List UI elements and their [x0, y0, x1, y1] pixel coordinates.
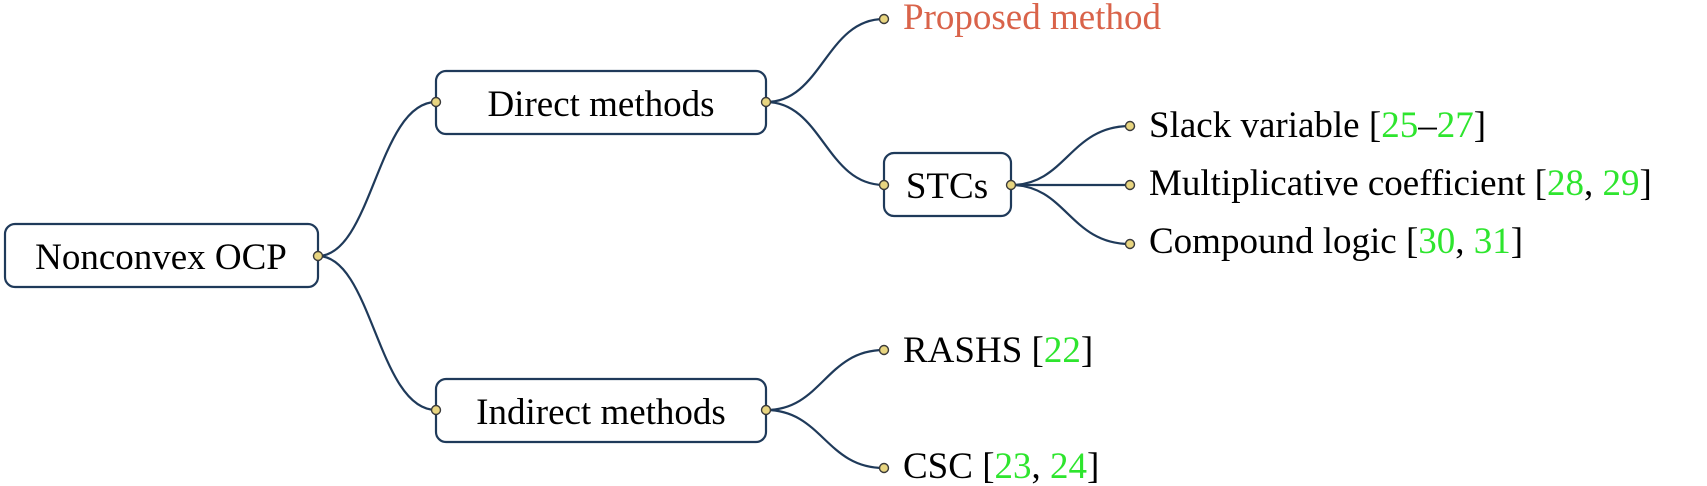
leaf-multiplicative-coefficient: Multiplicative coefficient [28, 29]	[1149, 163, 1652, 204]
anchor-dot	[1124, 179, 1136, 191]
edge-root-indirect	[317, 254, 437, 412]
citation-link: 25	[1381, 105, 1418, 146]
node-label-direct-methods: Direct methods	[487, 84, 714, 125]
node-direct-methods: Direct methods	[434, 69, 768, 136]
edges	[317, 17, 1131, 470]
anchor-dot	[878, 344, 890, 356]
node-stcs: STCs	[882, 151, 1013, 218]
citation-link: 27	[1437, 105, 1474, 146]
citation-link: 22	[1044, 330, 1081, 371]
node-label-nonconvex-ocp: Nonconvex OCP	[35, 237, 287, 278]
anchor-dot	[1124, 238, 1136, 250]
citation-link: 31	[1474, 221, 1511, 262]
anchor-dots	[312, 13, 1136, 474]
edge-direct-proposed	[765, 17, 885, 104]
node-label-stcs: STCs	[906, 166, 988, 207]
anchor-dot	[760, 404, 772, 416]
citation-link: 30	[1418, 221, 1455, 262]
anchor-dot	[878, 179, 890, 191]
leaf-compound-logic: Compound logic [30, 31]	[1149, 221, 1523, 262]
anchor-dot	[760, 96, 772, 108]
anchor-dot	[1124, 120, 1136, 132]
node-label-indirect-methods: Indirect methods	[476, 392, 726, 433]
leaf-proposed-method: Proposed method	[903, 0, 1161, 38]
anchor-dot	[878, 462, 890, 474]
edge-indirect-csc	[765, 408, 885, 470]
node-indirect-methods: Indirect methods	[434, 377, 768, 444]
anchor-dot	[312, 250, 324, 262]
anchor-dot	[878, 13, 890, 25]
leaf-rashs: RASHS [22]	[903, 330, 1093, 371]
node-nonconvex-ocp: Nonconvex OCP	[3, 222, 320, 289]
anchor-dot	[430, 96, 442, 108]
edge-root-direct	[317, 100, 437, 258]
citation-link: 29	[1602, 163, 1639, 204]
anchor-dot	[1005, 179, 1017, 191]
citation-link: 24	[1050, 446, 1087, 486]
edge-direct-stcs	[765, 100, 885, 187]
leaf-csc: CSC [23, 24]	[903, 446, 1099, 486]
edge-stcs-compound	[1010, 183, 1131, 246]
edge-stcs-slack	[1010, 124, 1131, 187]
edge-indirect-rashs	[765, 348, 885, 412]
leaf-slack-variable: Slack variable [25–27]	[1149, 105, 1486, 146]
anchor-dot	[430, 404, 442, 416]
citation-link: 28	[1547, 163, 1584, 204]
citation-link: 23	[995, 446, 1032, 486]
